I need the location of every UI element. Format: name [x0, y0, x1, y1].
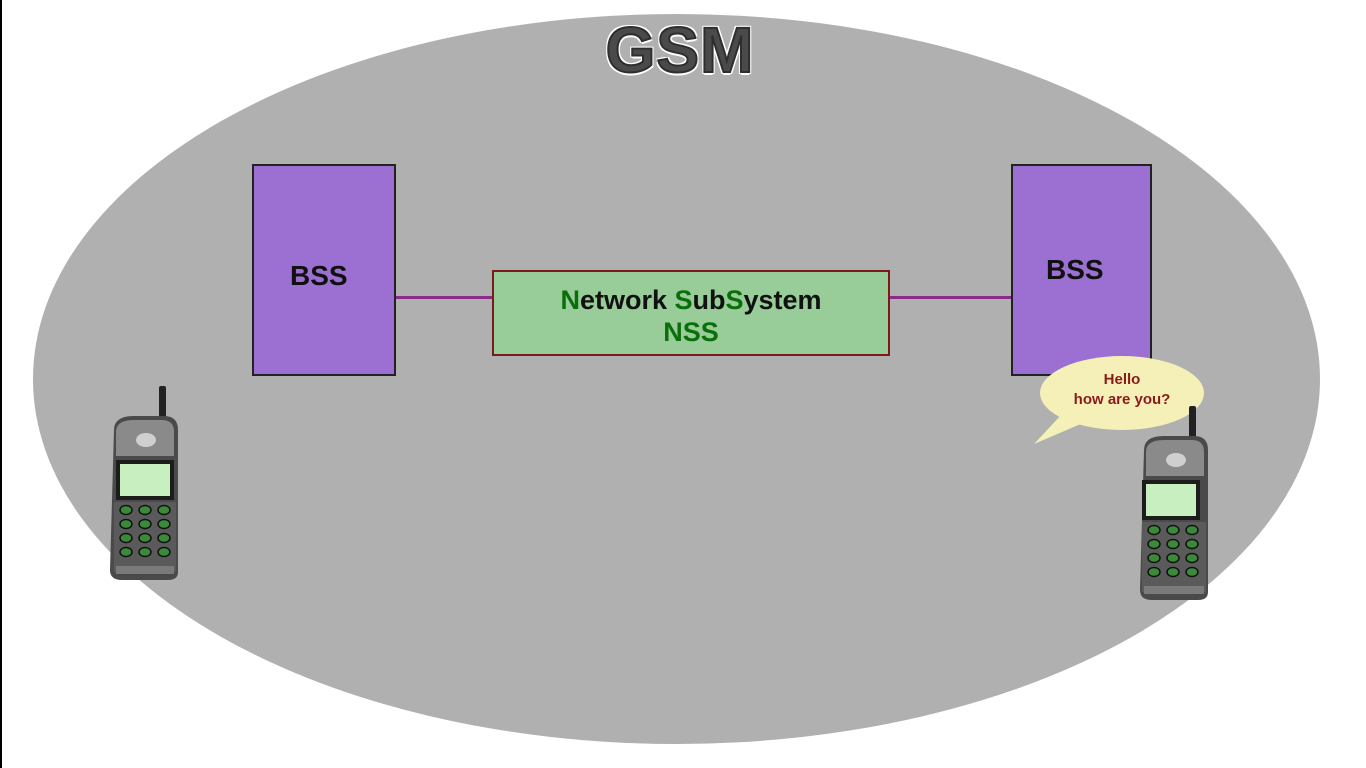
nss-title: Network SubSystem [560, 285, 822, 315]
nss-abbreviation: NSS [663, 317, 719, 347]
nss-bss-link-right [888, 296, 1012, 299]
bss-nss-link-left [396, 296, 494, 299]
speech-bubble: Hello how are you? [1040, 356, 1204, 430]
bss-box-right: BSS [1011, 164, 1152, 376]
speech-line-1: Hello [1103, 371, 1141, 388]
left-border [0, 0, 2, 768]
mobile-phone-icon [110, 386, 178, 580]
bss-label: BSS [1046, 254, 1104, 285]
speech-line-2: how are you? [1073, 391, 1171, 408]
diagram-title: GSM [605, 13, 755, 87]
mobile-phone-icon [1140, 406, 1208, 600]
bss-label: BSS [290, 260, 348, 291]
bss-box-left: BSS [252, 164, 396, 376]
network-subsystem-box: Network SubSystem NSS [492, 270, 890, 356]
